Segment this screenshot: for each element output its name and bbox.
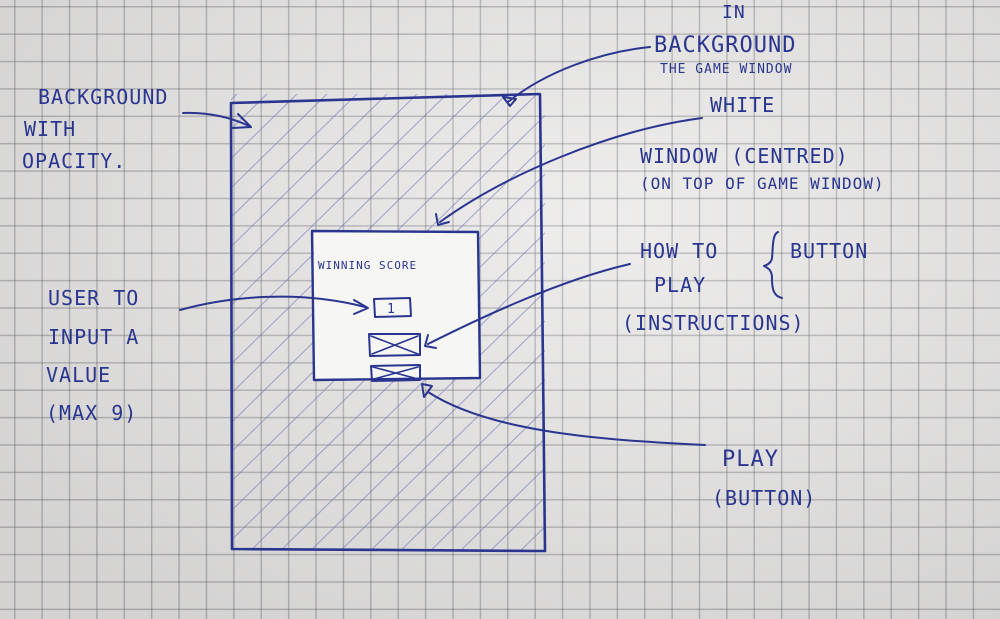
score-input-box — [373, 297, 412, 318]
hatch-line — [231, 94, 388, 248]
arrow-to-game-window — [507, 46, 651, 103]
hatch-line — [231, 94, 508, 365]
arrow-to-play-button — [427, 391, 706, 446]
hatch-line — [430, 437, 545, 550]
arrow-to-input — [179, 295, 366, 311]
arrowhead — [232, 113, 252, 129]
annotation-user-input: USER TO INPUT A VALUE (MAX 9) — [46, 286, 369, 425]
annotation-game-window: IN BACKGROUND THE GAME WINDOW — [502, 2, 796, 107]
annotation-how-to-play: HOW TO PLAY BUTTON (INSTRUCTIONS) — [424, 231, 868, 349]
note-opacity: OPACITY. — [22, 149, 126, 173]
note-button: BUTTON — [790, 239, 868, 263]
annotation-play-button: PLAY (BUTTON) — [421, 383, 816, 510]
how-to-play-button[interactable] — [368, 333, 421, 357]
hatch-line — [250, 261, 545, 550]
note-background-word: BACKGROUND — [654, 33, 796, 58]
score-input-field[interactable]: 1 — [373, 297, 412, 318]
play-button-box — [370, 364, 421, 382]
play-button[interactable] — [370, 364, 421, 382]
hatch-line — [340, 349, 545, 550]
game-window-border — [229, 92, 547, 553]
hatch-line — [370, 379, 545, 550]
note-input-a: INPUT A — [48, 325, 139, 349]
hatch-line — [231, 94, 448, 307]
hatch-line — [280, 290, 545, 550]
annotation-white-window: WHITE WINDOW (CENTRED) (ON TOP OF GAME W… — [435, 93, 885, 226]
hatch-line — [231, 94, 538, 395]
note-play-button-paren: (BUTTON) — [712, 486, 816, 510]
note-instructions: (INSTRUCTIONS) — [622, 311, 805, 335]
annotation-background-opacity: BACKGROUND WITH OPACITY. — [22, 85, 252, 173]
note-on-top-of-game-window: (ON TOP OF GAME WINDOW) — [640, 174, 885, 193]
arrowhead — [435, 213, 450, 226]
arrowhead — [424, 334, 437, 349]
arrow-to-how-to-play — [427, 263, 631, 345]
arrowhead — [421, 383, 433, 398]
background-opacity-hatching — [231, 94, 545, 550]
white-window[interactable]: WINNING SCORE 1 — [310, 229, 482, 382]
note-max-9: (MAX 9) — [46, 401, 137, 425]
hatch-line — [400, 408, 545, 550]
brace — [763, 231, 783, 299]
note-play-button: PLAY — [722, 447, 779, 472]
note-window-centred: WINDOW (CENTRED) — [640, 144, 849, 168]
arrowhead — [353, 299, 369, 315]
note-the-game-window: THE GAME WINDOW — [660, 62, 792, 77]
score-input-value: 1 — [387, 302, 396, 317]
arrow-to-white-window — [439, 117, 703, 223]
hatch-line — [460, 467, 545, 550]
note-in: IN — [722, 2, 746, 23]
winning-score-title: WINNING SCORE — [318, 259, 417, 272]
note-user-to: USER TO — [48, 286, 139, 310]
note-with: WITH — [24, 117, 76, 141]
hatch-line — [231, 94, 478, 336]
hatch-line — [231, 94, 358, 219]
hatch-line — [310, 320, 545, 550]
arrowhead — [502, 96, 517, 107]
arrow-to-background — [182, 111, 250, 127]
white-window-border — [310, 229, 482, 382]
note-play: PLAY — [654, 273, 706, 297]
hatch-line — [231, 94, 418, 277]
crossed-box-icon — [370, 335, 419, 355]
hatch-line — [231, 94, 328, 189]
note-background: BACKGROUND — [38, 85, 168, 109]
game-window — [229, 92, 547, 553]
note-value: VALUE — [46, 363, 111, 387]
crossed-box-icon — [372, 366, 419, 380]
note-how-to: HOW TO — [640, 239, 718, 263]
white-window-fill — [314, 232, 479, 379]
note-white: WHITE — [710, 93, 775, 117]
how-to-play-button-box — [368, 333, 421, 357]
